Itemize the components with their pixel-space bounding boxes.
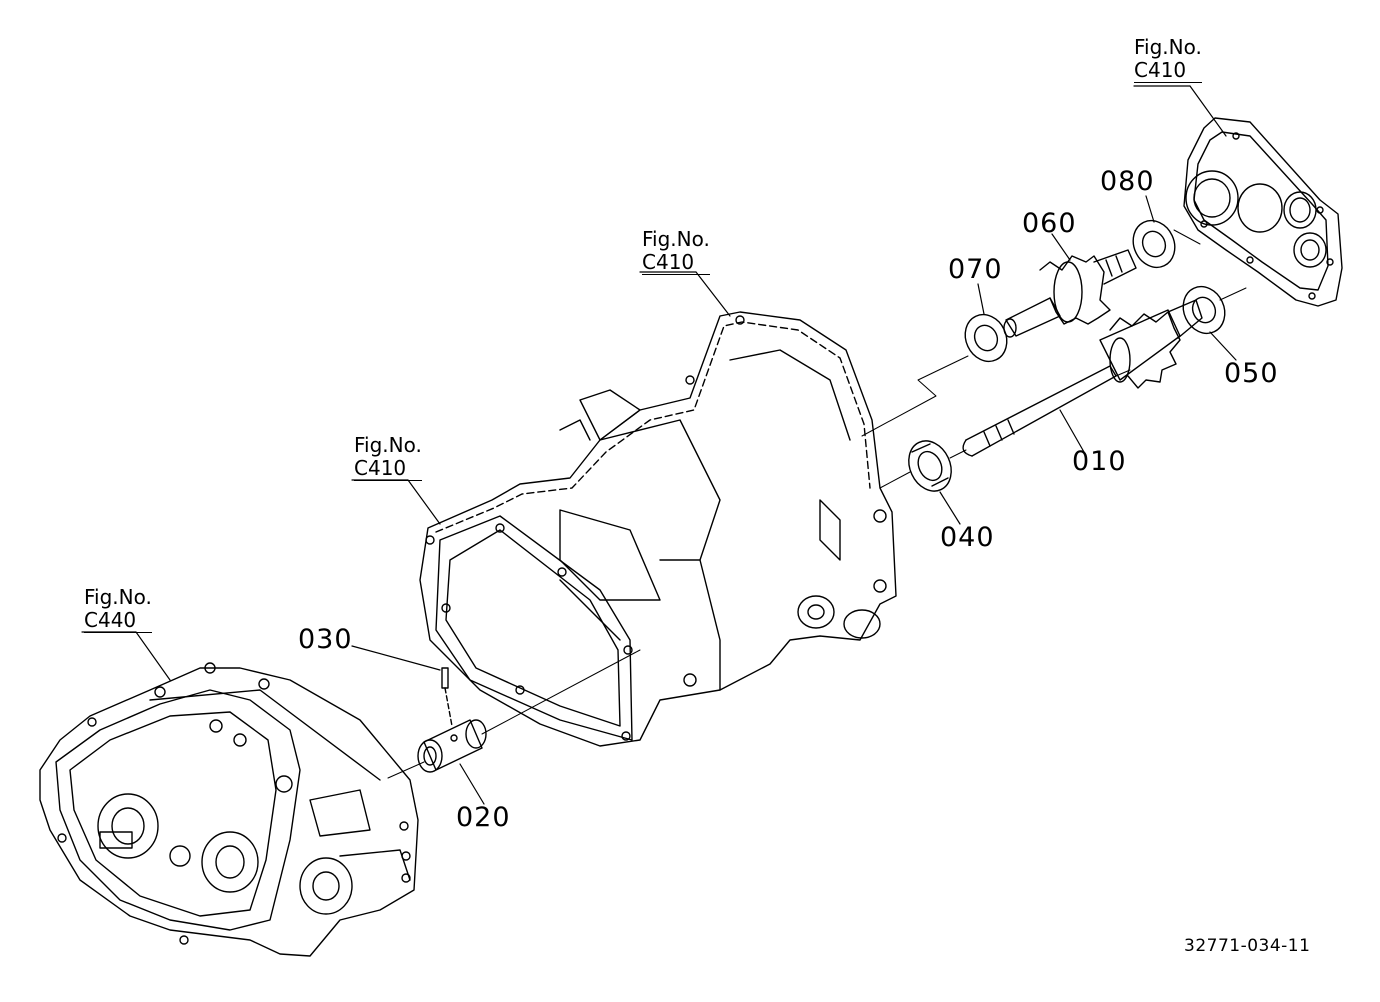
figure-ref-label: Fig.No.	[1134, 35, 1202, 59]
leader-lines	[82, 86, 1236, 804]
assembly-centerlines	[388, 230, 1246, 778]
part-callout-010[interactable]: 010	[1072, 446, 1127, 477]
bearing-040	[901, 434, 959, 498]
gear-shaft-060	[1004, 250, 1136, 337]
figure-ref-number: C440	[84, 609, 153, 633]
document-number: 32771-034-11	[1184, 936, 1311, 956]
part-callout-060[interactable]: 060	[1022, 208, 1077, 239]
figure-ref-number: C410	[1134, 59, 1203, 83]
figure-ref-number: C410	[642, 251, 711, 275]
figure-ref-top-right: Fig.No. C410	[1134, 35, 1203, 83]
bearing-050	[1176, 280, 1233, 340]
figure-ref-bottom-left: Fig.No. C440	[84, 585, 153, 633]
part-callout-050[interactable]: 050	[1224, 358, 1279, 389]
part-callout-080[interactable]: 080	[1100, 166, 1155, 197]
part-callout-070[interactable]: 070	[948, 254, 1003, 285]
pin-030	[442, 668, 452, 726]
front-gear-case	[40, 663, 418, 956]
transmission-case	[420, 312, 896, 746]
part-callout-020[interactable]: 020	[456, 802, 511, 833]
shaft-010	[963, 300, 1202, 456]
bearing-080	[1126, 214, 1183, 274]
collar-020	[418, 720, 486, 772]
bearing-070	[958, 308, 1015, 368]
figure-ref-left-mid: Fig.No. C410	[354, 433, 423, 481]
figure-ref-middle: Fig.No. C410	[642, 227, 711, 275]
part-callout-040[interactable]: 040	[940, 522, 995, 553]
rear-cover-plate	[1184, 118, 1342, 306]
part-callout-030[interactable]: 030	[298, 624, 353, 655]
figure-ref-label: Fig.No.	[354, 433, 422, 457]
figure-ref-number: C410	[354, 457, 423, 481]
figure-ref-label: Fig.No.	[642, 227, 710, 251]
figure-ref-label: Fig.No.	[84, 585, 152, 609]
